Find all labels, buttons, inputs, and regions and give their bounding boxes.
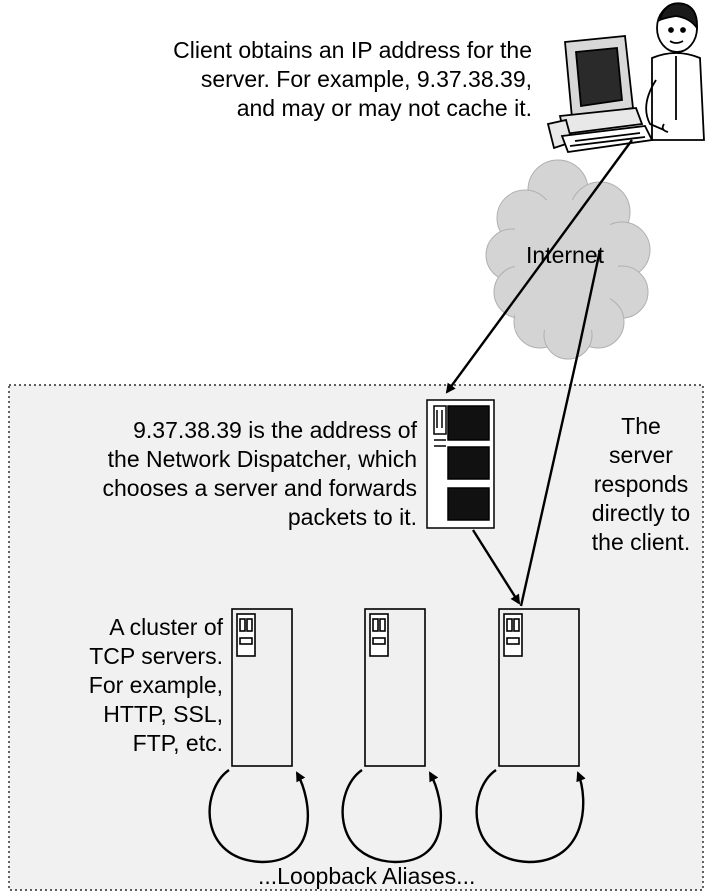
dispatcher-note-line: packets to it. [287,504,417,530]
response-note: The server responds directly to the clie… [572,412,710,557]
client-note-line: Client obtains an IP address for the [173,37,532,63]
dispatcher-note-line: chooses a server and forwards [102,475,418,501]
client-note-line: and may or may not cache it. [236,95,532,121]
client-note-line: server. For example, 9.37.38.39, [200,66,532,92]
loopback-arrow-2 [341,769,443,864]
cluster-note-line: FTP, etc. [132,730,223,756]
response-note-line: the client. [591,529,691,555]
loopback-arrow-1 [208,769,310,864]
server-2 [364,608,426,767]
dispatcher-note: 9.37.38.39 is the address of the Network… [103,416,418,532]
response-note-line: The [621,413,661,439]
server-to-client-line [519,347,581,607]
cluster-note-line: TCP servers. [89,643,223,669]
cluster-note: A cluster of TCP servers. For example, H… [89,613,223,758]
cluster-note-line: HTTP, SSL, [103,701,223,727]
loopback-arrow-3 [475,769,586,864]
dispatcher-to-server-arrow [471,529,521,605]
cluster-region [8,384,704,891]
dispatcher-note-line: 9.37.38.39 is the address of [133,417,417,443]
response-note-line: responds [593,471,689,497]
cluster-note-line: For example, [88,672,223,698]
internet-cloud [485,159,651,360]
dispatcher-icon [426,399,495,529]
response-note-line: server [609,442,673,468]
loopback-label: ...Loopback Aliases... [258,863,476,889]
server-3 [498,608,580,767]
client-icon [546,2,705,153]
cluster-note-line: A cluster of [109,614,223,640]
dispatcher-note-line: the Network Dispatcher, which [107,446,417,472]
client-note: Client obtains an IP address for the ser… [173,36,532,123]
client-to-dispatcher-arrow [445,139,633,394]
server-1 [231,608,293,767]
response-note-line: directly to [591,500,691,526]
internet-label: Internet [526,242,604,268]
